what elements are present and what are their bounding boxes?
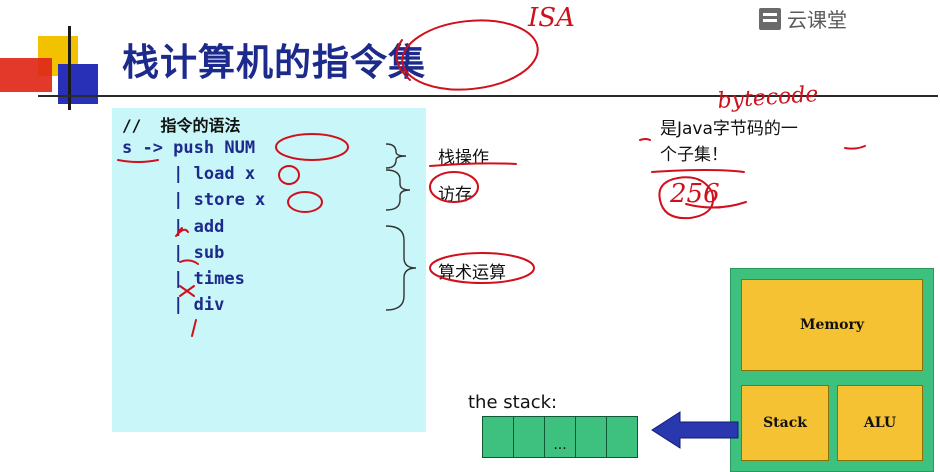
decor-red-square [0,58,52,92]
stack-unit: Stack [741,385,829,461]
grammar-line: | times [122,269,245,289]
note-line-2: 个子集！ [660,145,728,165]
label-memory-access: 访存 [438,185,472,205]
stack-cell [482,416,514,458]
stack-cell-ellipsis: ... [544,416,576,458]
decor-vertical-line [68,26,71,110]
arrow-left-icon [651,411,739,449]
decor-blue-square [58,64,98,104]
logo-icon [759,7,781,30]
title-underline [38,95,938,97]
stack-label: the stack: [468,392,558,413]
slide-title: 栈计算机的指令集 [122,41,426,84]
stack-cell [513,416,545,458]
grammar-line: | add [122,217,225,237]
annotation-256: 256 [669,179,720,209]
grammar-comment: // 指令的语法 [122,116,241,135]
annotation-bytecode: bytecode [717,82,820,114]
label-arithmetic: 算术运算 [438,263,506,283]
grammar-line: | store x [122,190,266,210]
watermark-logo: 云课堂 [759,4,847,33]
logo-text: 云课堂 [787,8,847,32]
grammar-line: | load x [122,164,256,184]
stack-cells: ... [482,416,638,458]
grammar-box: // 指令的语法 s -> push NUM | load x | store … [112,108,426,432]
alu-unit: ALU [837,385,923,461]
grammar-line: | div [122,295,225,315]
grammar-line: s -> push NUM [122,138,256,158]
memory-unit: Memory [741,279,923,371]
grammar-line: | sub [122,243,225,263]
stack-cell [606,416,638,458]
red-ink-text: ISA bytecode 256 [527,3,819,209]
label-stack-ops: 栈操作 [438,148,489,168]
machine-diagram: Memory Stack ALU [730,268,934,472]
annotation-isa: ISA [527,3,575,33]
note-line-1: 是Java字节码的一 [660,119,798,139]
stack-cell [575,416,607,458]
